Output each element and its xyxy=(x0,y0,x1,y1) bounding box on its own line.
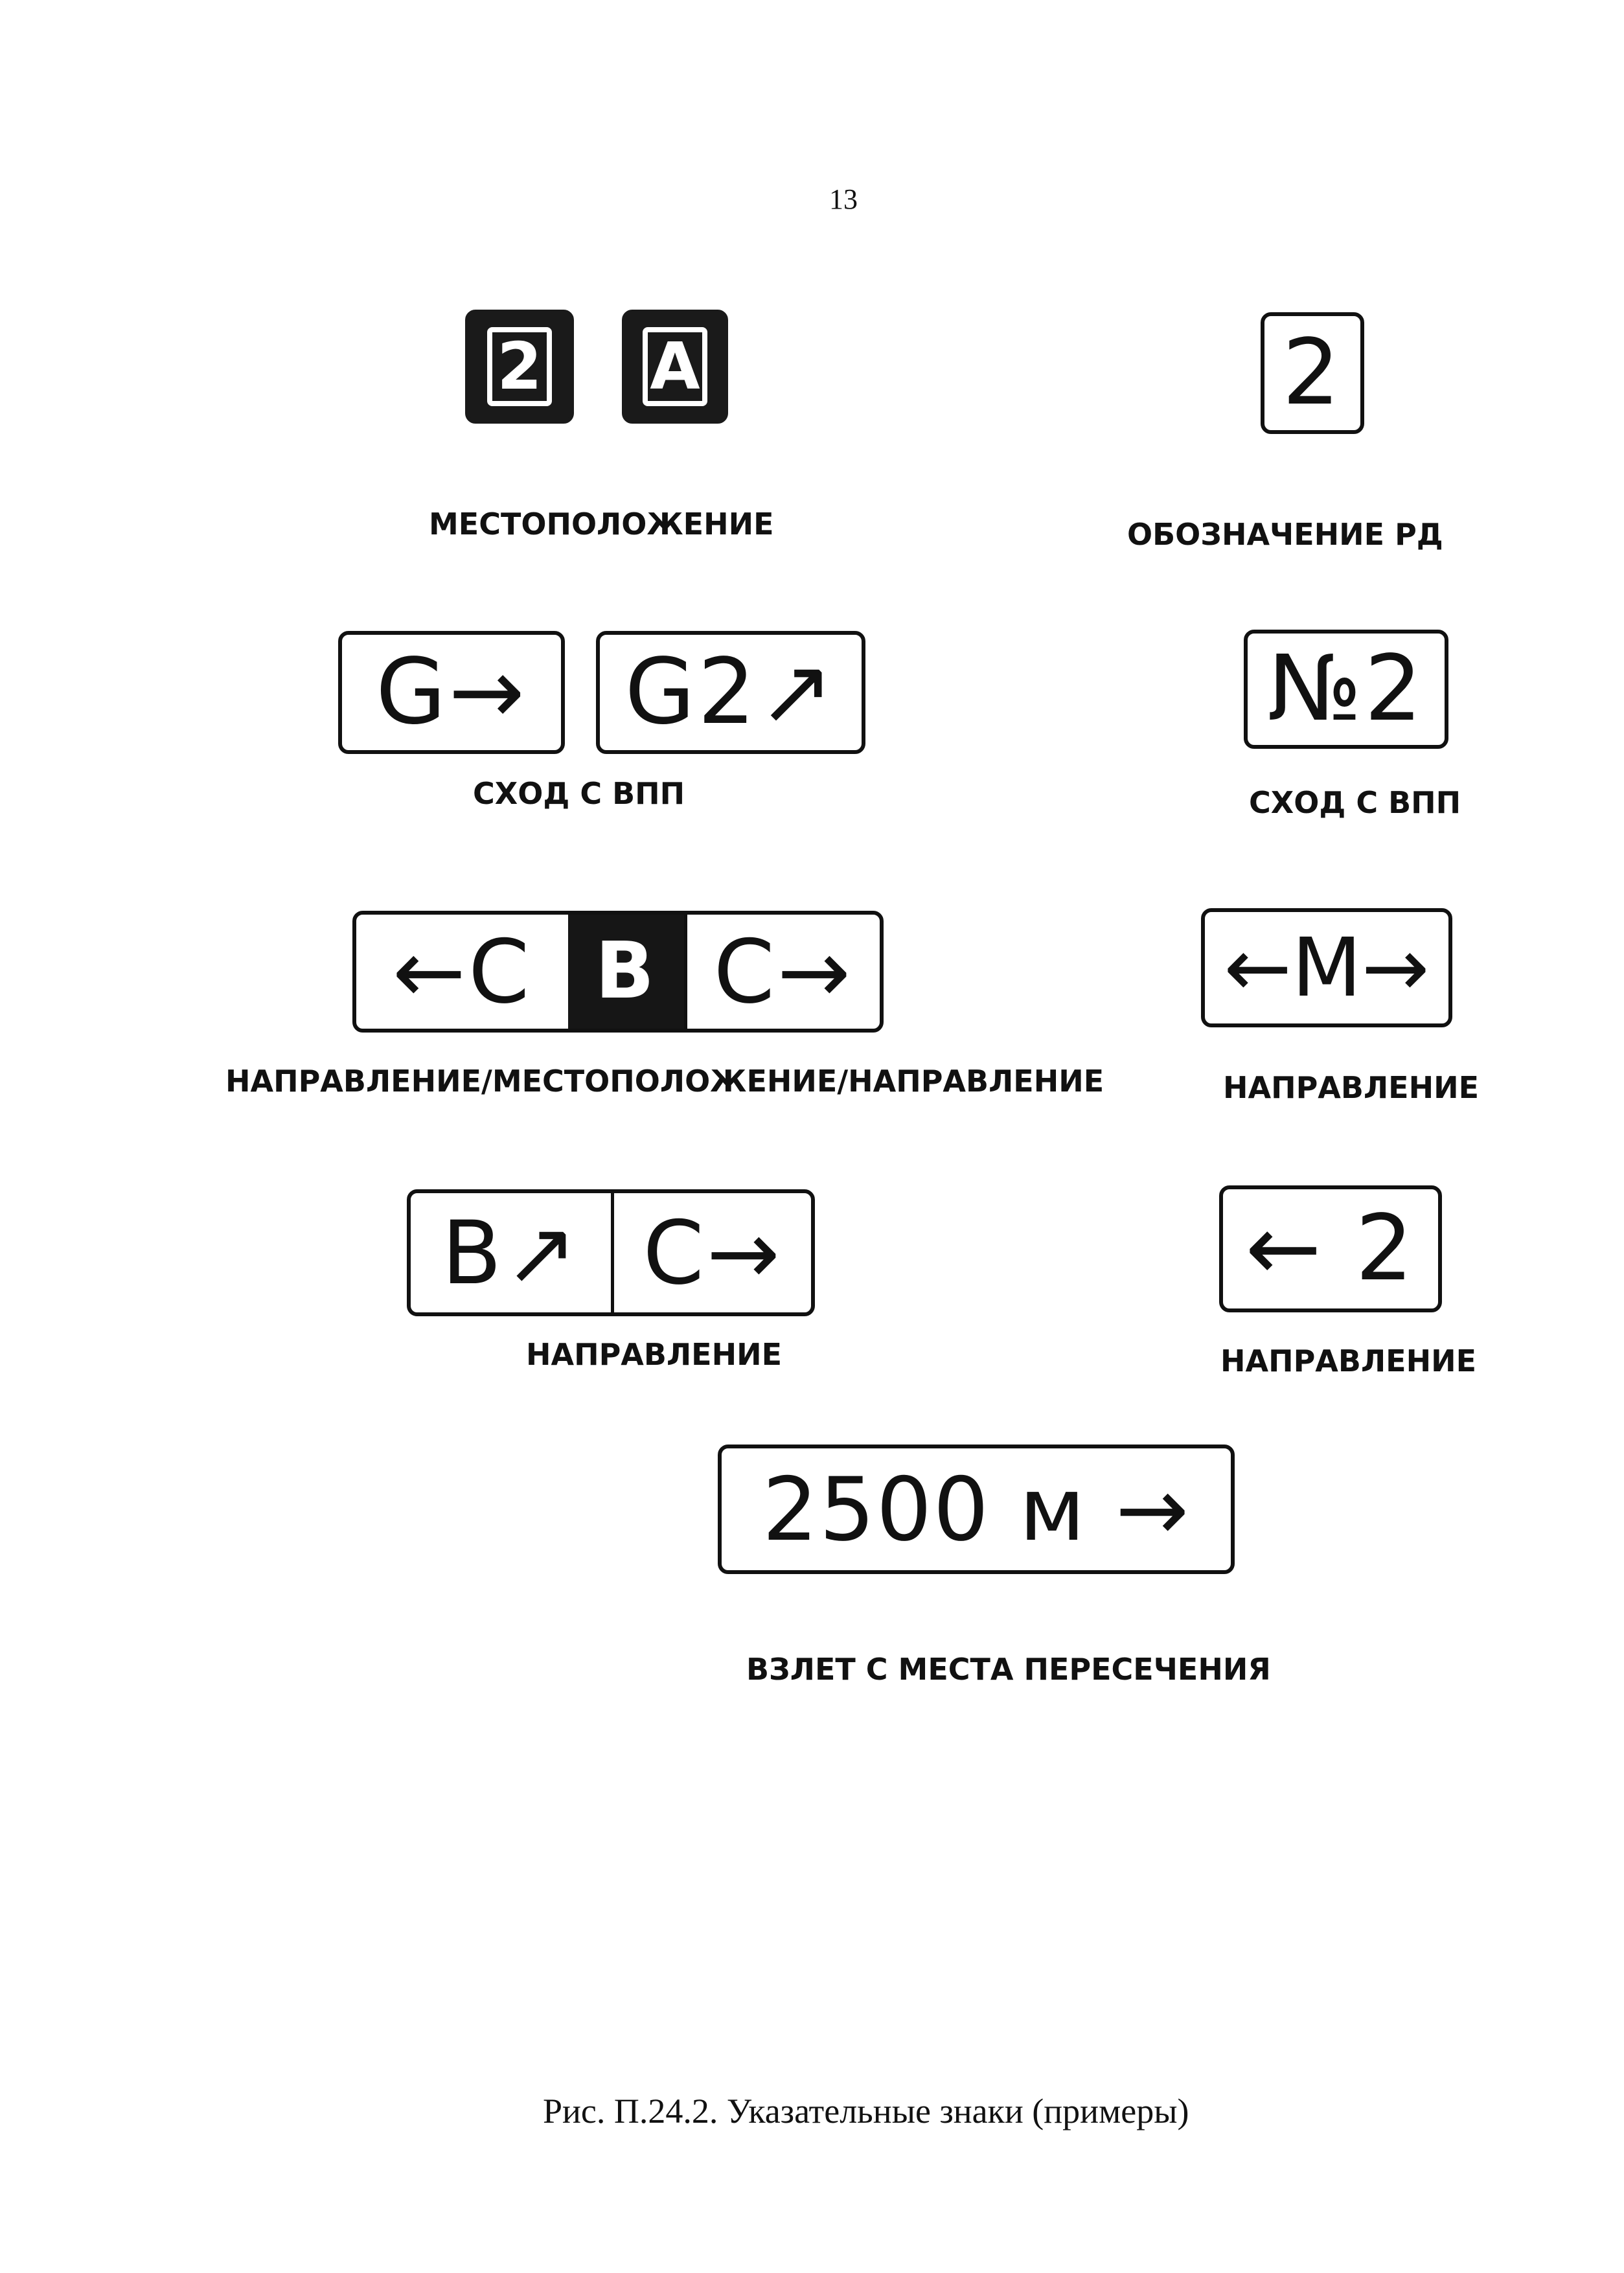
taxiway-designation-sign-text: 2 xyxy=(1282,320,1343,426)
direction-segment-left: ←C xyxy=(356,915,568,1029)
location-segment-b: B xyxy=(568,915,684,1029)
intersection-takeoff-sign-text: 2500 м → xyxy=(762,1458,1191,1560)
runway-exit-sign-g2: G2↗ xyxy=(596,631,865,754)
figure-caption: Рис. П.24.2. Указательные знаки (примеры… xyxy=(543,2092,1189,2130)
direction-sign-2-text: ← 2 xyxy=(1245,1196,1416,1301)
runway-exit-sign-g2-text: G2↗ xyxy=(624,639,837,745)
taxiway-designation-sign: 2 xyxy=(1261,312,1364,434)
caption-taxiway-designation: ОБОЗНАЧЕНИЕ РД xyxy=(1127,517,1443,552)
caption-intersection-takeoff: ВЗЛЕТ С МЕСТА ПЕРЕСЕЧЕНИЯ xyxy=(746,1652,1271,1687)
location-sign-2-text: 2 xyxy=(487,327,552,406)
caption-location: МЕСТОПОЛОЖЕНИЕ xyxy=(429,507,774,542)
direction-location-direction-sign: ←C B C→ xyxy=(352,911,884,1033)
intersection-takeoff-sign: 2500 м → xyxy=(718,1445,1235,1574)
direction-segment-right-text: C→ xyxy=(713,920,853,1023)
runway-exit-sign-2-text: №2 xyxy=(1267,636,1425,742)
direction-segment-c: C→ xyxy=(611,1193,811,1312)
caption-direction-3: НАПРАВЛЕНИЕ xyxy=(1220,1343,1477,1378)
caption-direction-1: НАПРАВЛЕНИЕ xyxy=(1223,1070,1480,1105)
direction-sign-m-text: ←M→ xyxy=(1224,920,1430,1015)
direction-sign-b-c: B↗ C→ xyxy=(407,1189,815,1316)
runway-exit-sign-g: G→ xyxy=(338,631,565,754)
page-number: 13 xyxy=(829,183,858,215)
location-sign-a: A xyxy=(622,310,728,424)
direction-segment-c-text: C→ xyxy=(643,1202,783,1304)
runway-exit-sign-g-text: G→ xyxy=(376,639,527,745)
runway-exit-sign-2: №2 xyxy=(1244,630,1448,749)
caption-direction-2: НАПРАВЛЕНИЕ xyxy=(526,1337,783,1372)
caption-runway-exit-left: СХОД С ВПП xyxy=(473,776,685,811)
caption-runway-exit-right: СХОД С ВПП xyxy=(1249,785,1461,820)
direction-segment-b: B↗ xyxy=(411,1193,611,1312)
location-segment-b-text: B xyxy=(595,926,658,1016)
direction-segment-left-text: ←C xyxy=(392,920,532,1023)
direction-sign-m: ←M→ xyxy=(1201,908,1452,1027)
direction-sign-2: ← 2 xyxy=(1219,1185,1442,1312)
location-sign-a-text: A xyxy=(643,327,707,406)
direction-segment-right: C→ xyxy=(683,915,880,1029)
direction-segment-b-text: B↗ xyxy=(441,1202,580,1304)
caption-direction-location-direction: НАПРАВЛЕНИЕ/МЕСТОПОЛОЖЕНИЕ/НАПРАВЛЕНИЕ xyxy=(225,1064,1104,1099)
location-sign-2: 2 xyxy=(465,310,574,424)
